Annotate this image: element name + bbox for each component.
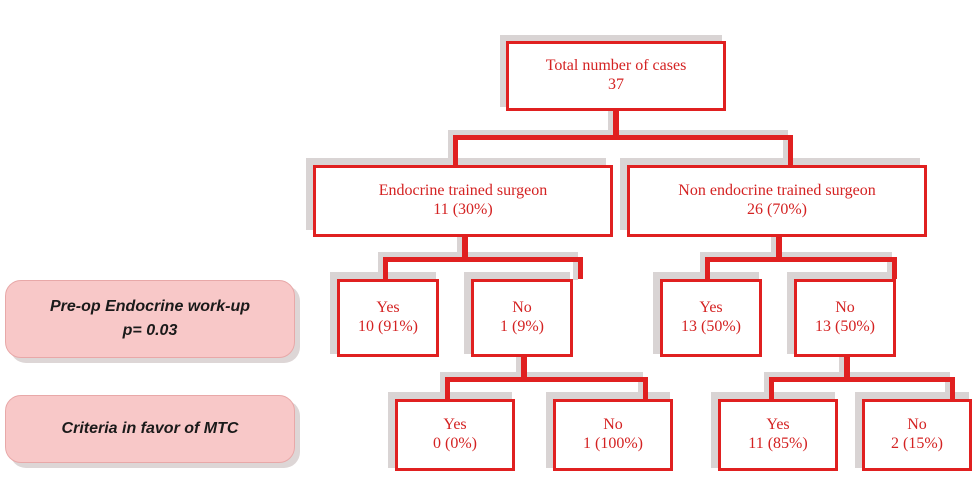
node-l4-yes-mtc-right-line2: 11 (85%) <box>748 435 808 452</box>
node-l4-no-mtc-right-line2: 2 (15%) <box>891 435 943 452</box>
connector-l3left-drop-b <box>643 377 648 399</box>
connector-l2right-bus-shadow <box>700 252 892 257</box>
legend-criteria-mtc[interactable]: Criteria in favor of MTC <box>5 395 295 463</box>
connector-l3left-drop-a <box>445 377 450 399</box>
node-endocrine-surgeon-line2: 11 (30%) <box>433 201 493 218</box>
connector-root-drop-left <box>453 135 458 167</box>
connector-l3right-drop-b-shadow <box>945 372 950 400</box>
connector-l2right-stem <box>776 237 782 257</box>
node-non-endocrine-surgeon-line1: Non endocrine trained surgeon <box>678 182 876 200</box>
connector-l2left-drop-a-shadow <box>378 252 383 280</box>
node-l4-yes-mtc-right-line1: Yes <box>766 416 790 434</box>
connector-root-drop-right <box>788 135 793 167</box>
connector-l2right-drop-b-shadow <box>887 252 892 280</box>
connector-l3left-drop-b-shadow <box>638 372 643 400</box>
node-l3-yes-endocrine-line2: 10 (91%) <box>358 318 418 335</box>
connector-l2right-stem-shadow <box>771 237 777 257</box>
connector-root-stem <box>613 111 619 135</box>
node-total-cases-line2: 37 <box>608 76 624 93</box>
node-l3-yes-endocrine-line1: Yes <box>376 299 400 317</box>
node-l4-no-mtc-left[interactable]: No 1 (100%) <box>553 399 673 471</box>
node-non-endocrine-surgeon-line2: 26 (70%) <box>747 201 807 218</box>
node-l3-no-non-endocrine[interactable]: No 13 (50%) <box>794 279 896 357</box>
connector-l2right-drop-a-shadow <box>700 252 705 280</box>
connector-root-drop-right-shadow <box>783 130 788 165</box>
node-l3-yes-non-endocrine-line1: Yes <box>699 299 723 317</box>
node-l3-no-endocrine-line2: 1 (9%) <box>500 318 544 335</box>
node-l4-no-mtc-right-line1: No <box>907 416 927 434</box>
node-l3-no-endocrine[interactable]: No 1 (9%) <box>471 279 573 357</box>
connector-l3left-stem <box>521 357 527 377</box>
connector-root-bus <box>453 135 793 140</box>
connector-l2left-drop-a <box>383 257 388 279</box>
connector-l2right-drop-a <box>705 257 710 279</box>
node-l3-yes-endocrine[interactable]: Yes 10 (91%) <box>337 279 439 357</box>
node-l4-yes-mtc-left-line2: 0 (0%) <box>433 435 477 452</box>
node-l4-yes-mtc-right[interactable]: Yes 11 (85%) <box>718 399 838 471</box>
node-l3-no-non-endocrine-line1: No <box>835 299 855 317</box>
connector-l3right-drop-a-shadow <box>764 372 769 400</box>
node-l3-no-endocrine-line1: No <box>512 299 532 317</box>
connector-l3right-stem-shadow <box>839 357 845 377</box>
node-l3-yes-non-endocrine-line2: 13 (50%) <box>681 318 741 335</box>
node-l4-no-mtc-left-line2: 1 (100%) <box>583 435 643 452</box>
connector-l2left-drop-b-shadow <box>573 252 578 280</box>
connector-l3left-drop-a-shadow <box>440 372 445 400</box>
node-total-cases[interactable]: Total number of cases 37 <box>506 41 726 111</box>
node-l3-no-non-endocrine-line2: 13 (50%) <box>815 318 875 335</box>
legend-preop-workup[interactable]: Pre-op Endocrine work-up p= 0.03 <box>5 280 295 358</box>
node-endocrine-surgeon[interactable]: Endocrine trained surgeon 11 (30%) <box>313 165 613 237</box>
node-non-endocrine-surgeon[interactable]: Non endocrine trained surgeon 26 (70%) <box>627 165 927 237</box>
connector-l2left-drop-b <box>578 257 583 279</box>
connector-l2left-bus-shadow <box>378 252 578 257</box>
connector-l3right-bus <box>769 377 955 382</box>
node-l4-yes-mtc-left[interactable]: Yes 0 (0%) <box>395 399 515 471</box>
connector-l3right-stem <box>844 357 850 377</box>
connector-l2left-stem-shadow <box>457 237 463 257</box>
legend-preop-line1: Pre-op Endocrine work-up <box>49 298 250 315</box>
connector-l3right-bus-shadow <box>764 372 950 377</box>
connector-l3left-stem-shadow <box>516 357 522 377</box>
node-l4-yes-mtc-left-line1: Yes <box>443 416 467 434</box>
node-total-cases-line1: Total number of cases <box>545 57 687 75</box>
connector-root-drop-left-shadow <box>448 130 453 165</box>
node-l3-yes-non-endocrine[interactable]: Yes 13 (50%) <box>660 279 762 357</box>
legend-preop-line2: p= 0.03 <box>122 322 178 339</box>
connector-l2left-stem <box>462 237 468 257</box>
node-l4-no-mtc-left-line1: No <box>603 416 623 434</box>
node-l4-no-mtc-right[interactable]: No 2 (15%) <box>862 399 972 471</box>
connector-l3left-bus-shadow <box>440 372 643 377</box>
connector-l3right-drop-b <box>950 377 955 399</box>
connector-root-stem-shadow <box>608 111 614 135</box>
connector-l2right-drop-b <box>892 257 897 279</box>
connector-l2right-bus <box>705 257 897 262</box>
connector-l2left-bus <box>383 257 583 262</box>
node-endocrine-surgeon-line1: Endocrine trained surgeon <box>378 182 548 200</box>
connector-l3right-drop-a <box>769 377 774 399</box>
legend-criteria-line1: Criteria in favor of MTC <box>61 420 239 437</box>
connector-l3left-bus <box>445 377 648 382</box>
